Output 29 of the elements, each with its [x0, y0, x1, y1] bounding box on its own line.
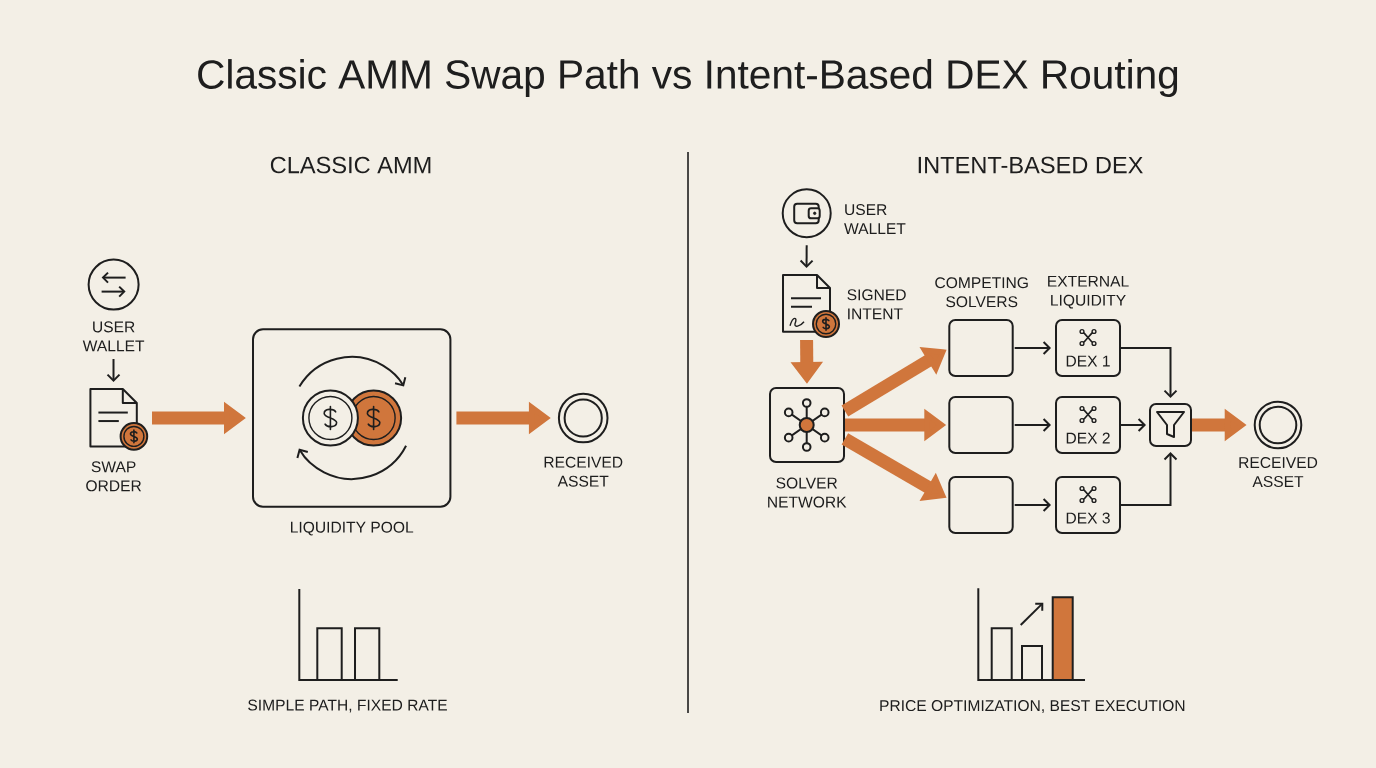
- arrow: [799, 244, 814, 268]
- column-heading: COMPETING SOLVERS: [935, 277, 1028, 308]
- section-heading: CLASSIC AMM: [270, 156, 431, 174]
- node-label: SWAP ORDER: [86, 461, 142, 492]
- arrow: [1013, 418, 1051, 432]
- arrow: [1013, 341, 1051, 355]
- dex-box: DEX 2: [1055, 396, 1121, 454]
- arrow: [1119, 418, 1146, 432]
- node-label: RECEIVED ASSET: [1239, 457, 1318, 488]
- node-label: SIGNED INTENT: [847, 289, 906, 320]
- node-label: USER WALLET: [82, 321, 145, 352]
- arrow: [1013, 498, 1051, 512]
- caption: SIMPLE PATH, FIXED RATE: [248, 699, 447, 713]
- arrow: [1119, 347, 1178, 398]
- node-label: RECEIVED ASSET: [544, 456, 623, 487]
- dex-box: DEX 1: [1055, 319, 1121, 377]
- pool-box: LIQUIDITY POOL: [252, 328, 452, 536]
- dex-box: DEX 3: [1055, 476, 1121, 534]
- network-box: SOLVER NETWORK: [768, 387, 847, 508]
- empty-box: [948, 476, 1014, 534]
- arrow: [106, 358, 121, 382]
- title: Classic AMM Swap Path vs Intent-Based DEX Routing: [198, 59, 1178, 97]
- node-label: USER WALLET: [844, 204, 906, 234]
- empty-box: [948, 396, 1014, 454]
- column-heading: EXTERNAL LIQUIDITY: [1048, 275, 1129, 309]
- section-heading: INTENT-BASED DEX: [918, 156, 1143, 174]
- empty-box: [948, 319, 1014, 377]
- arrow: [1119, 452, 1178, 506]
- caption: PRICE OPTIMIZATION, BEST EXECUTION: [880, 700, 1185, 713]
